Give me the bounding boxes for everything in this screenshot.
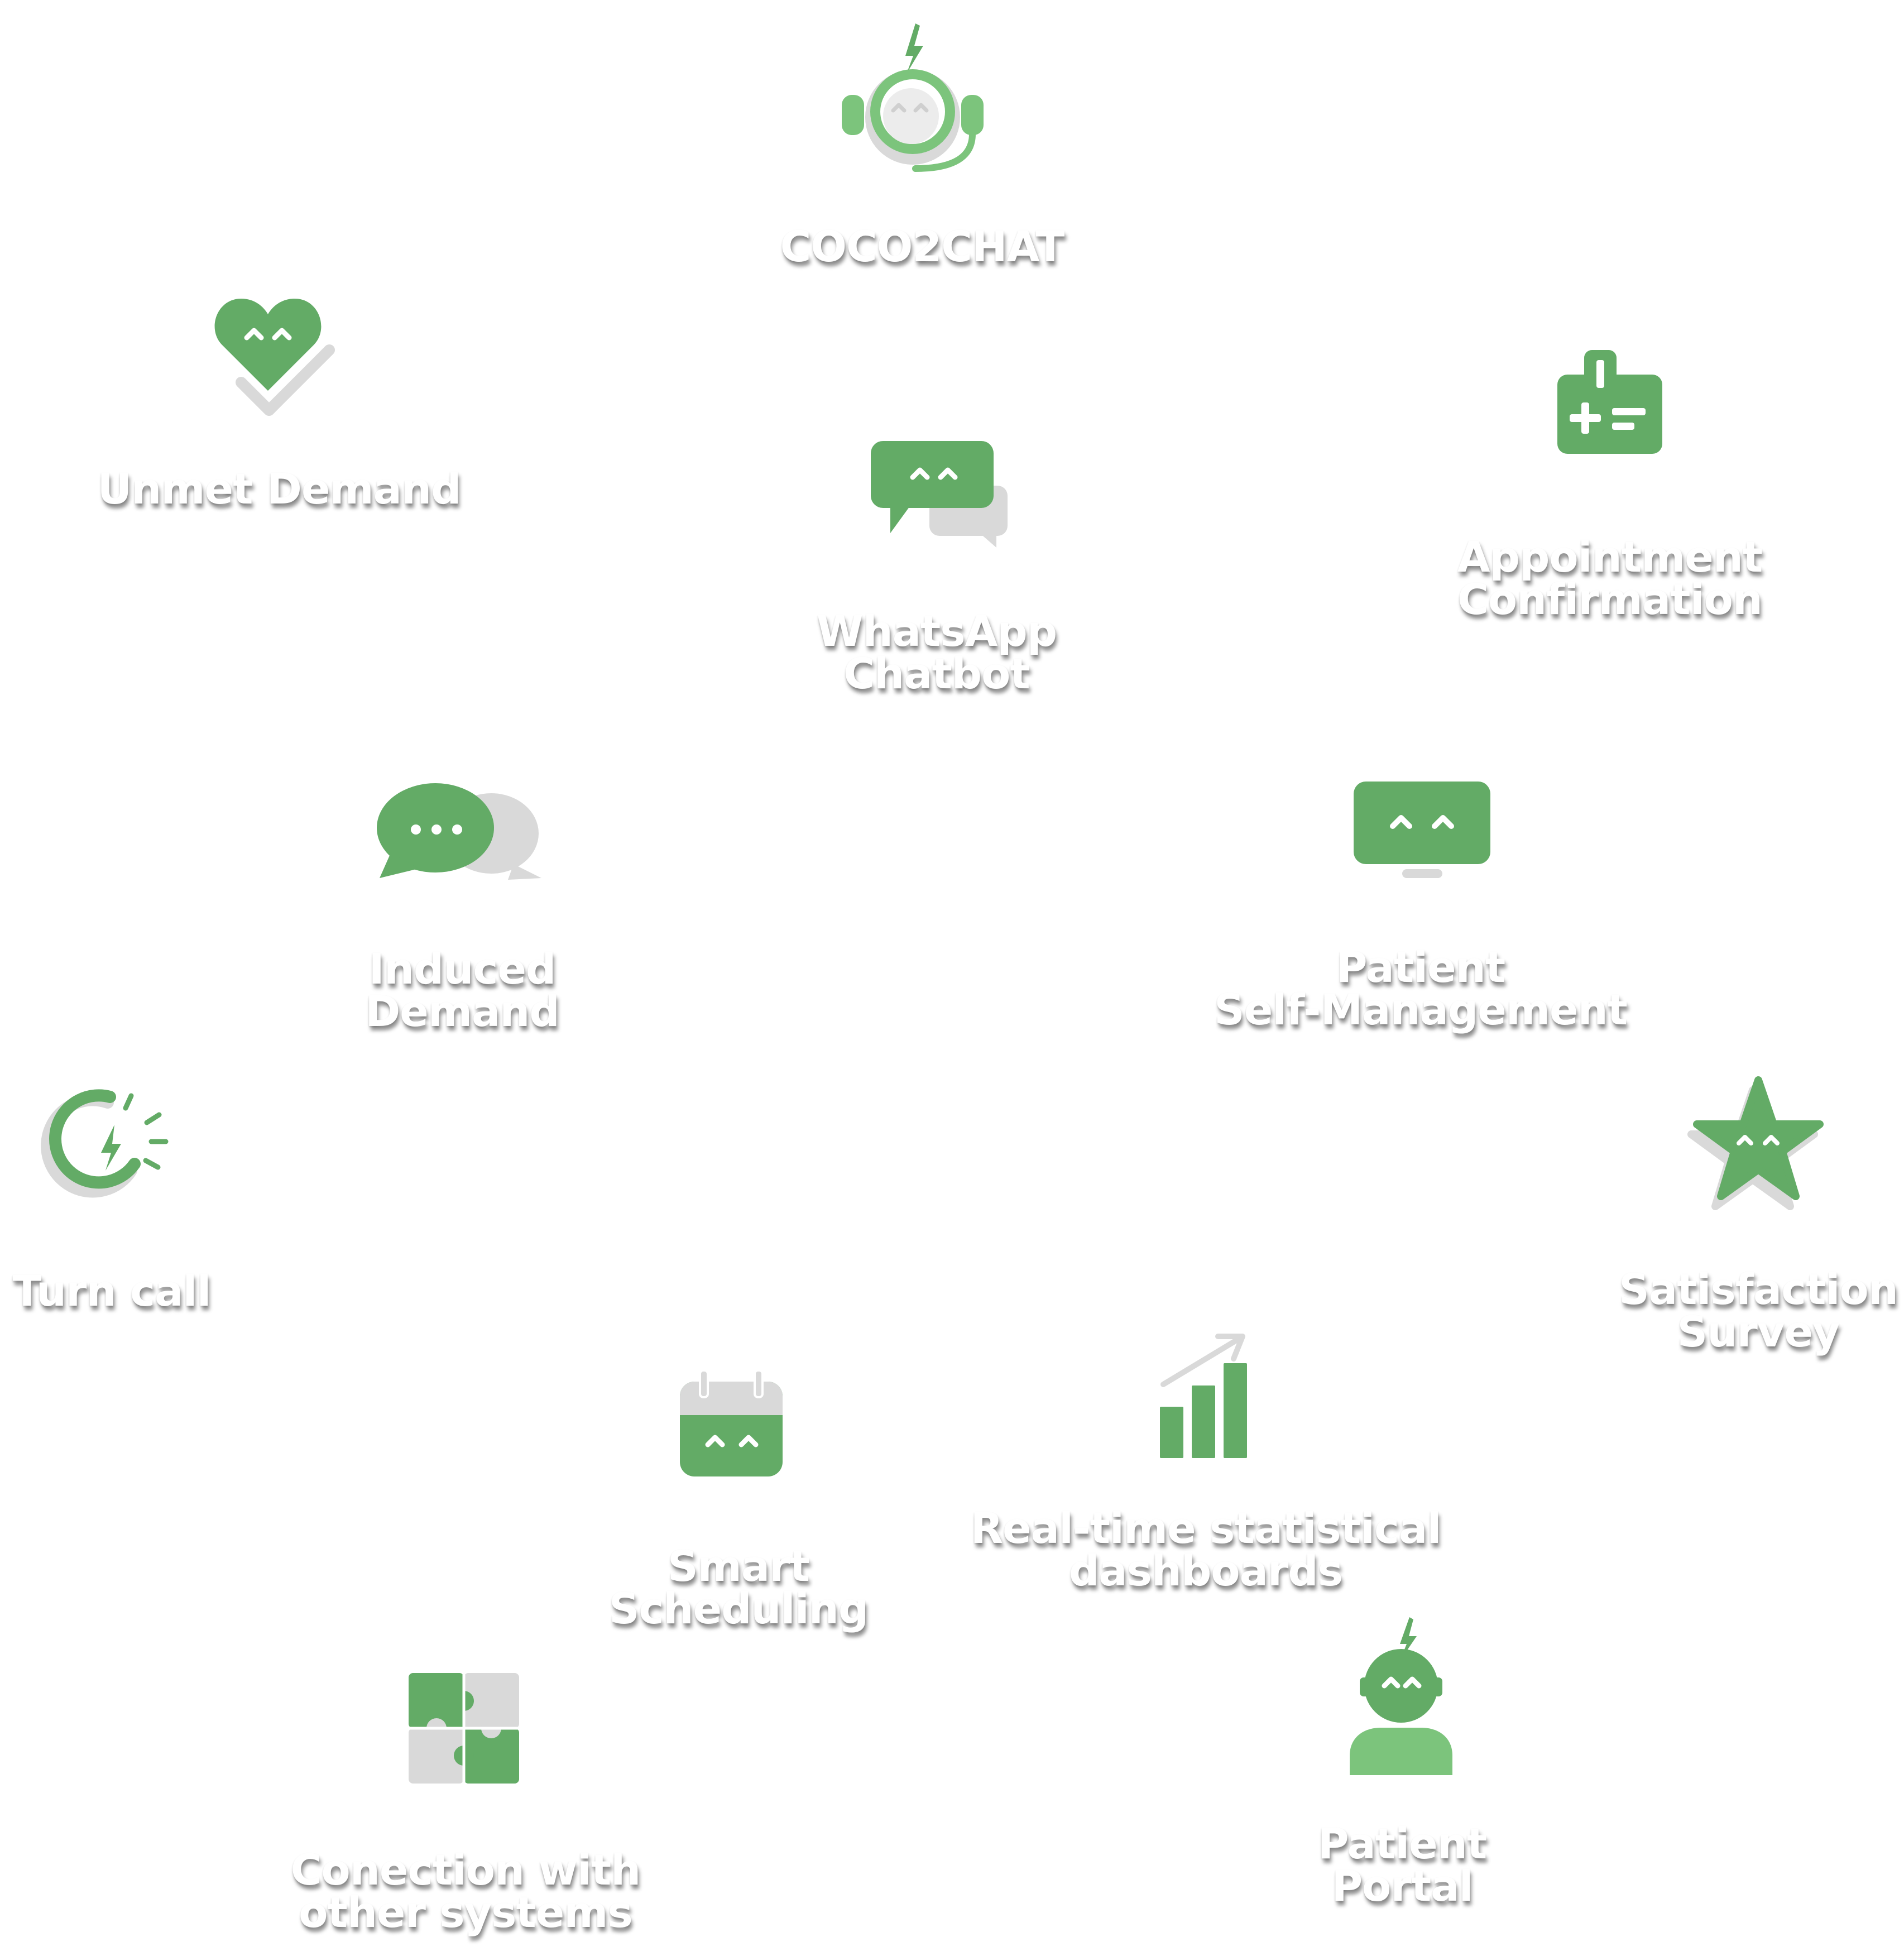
speech-dots-icon [377, 783, 541, 880]
calendar-face-icon [680, 1369, 783, 1476]
monitor-face-icon [1354, 782, 1490, 878]
patient-portal-label: Patient Portal [1317, 1819, 1487, 1911]
connection-systems-label: Conection with other systems [290, 1845, 641, 1937]
quick-timer-icon [41, 1089, 169, 1198]
person-face-icon [1350, 1617, 1452, 1775]
turn-call-label: Turn call [12, 1266, 211, 1316]
chat-bubbles-icon [871, 441, 1008, 548]
unmet-demand-label: Unmet Demand [97, 464, 462, 514]
robot-headset-icon [842, 23, 984, 172]
bar-chart-icon [1160, 1334, 1247, 1458]
realtime-dashboards-label: Real-time statistical dashboards [970, 1503, 1442, 1595]
puzzle-icon [409, 1673, 519, 1784]
smart-scheduling-label: Smart Scheduling [608, 1541, 869, 1633]
appointment-confirmation-label: Appointment Confirmation [1457, 532, 1763, 624]
whatsapp-chatbot-label: WhatsApp Chatbot [816, 606, 1057, 698]
coco2chat-label: COCO2CHAT [780, 222, 1065, 271]
heart-face-icon [214, 299, 335, 416]
medical-badge-icon [1557, 350, 1662, 454]
induced-demand-label: Induced Demand [365, 944, 560, 1036]
star-face-icon [1687, 1076, 1824, 1210]
patient-self-management-label: Patient Self-Management [1214, 942, 1628, 1034]
satisfaction-survey-label: Satisfaction Survey [1619, 1264, 1898, 1356]
